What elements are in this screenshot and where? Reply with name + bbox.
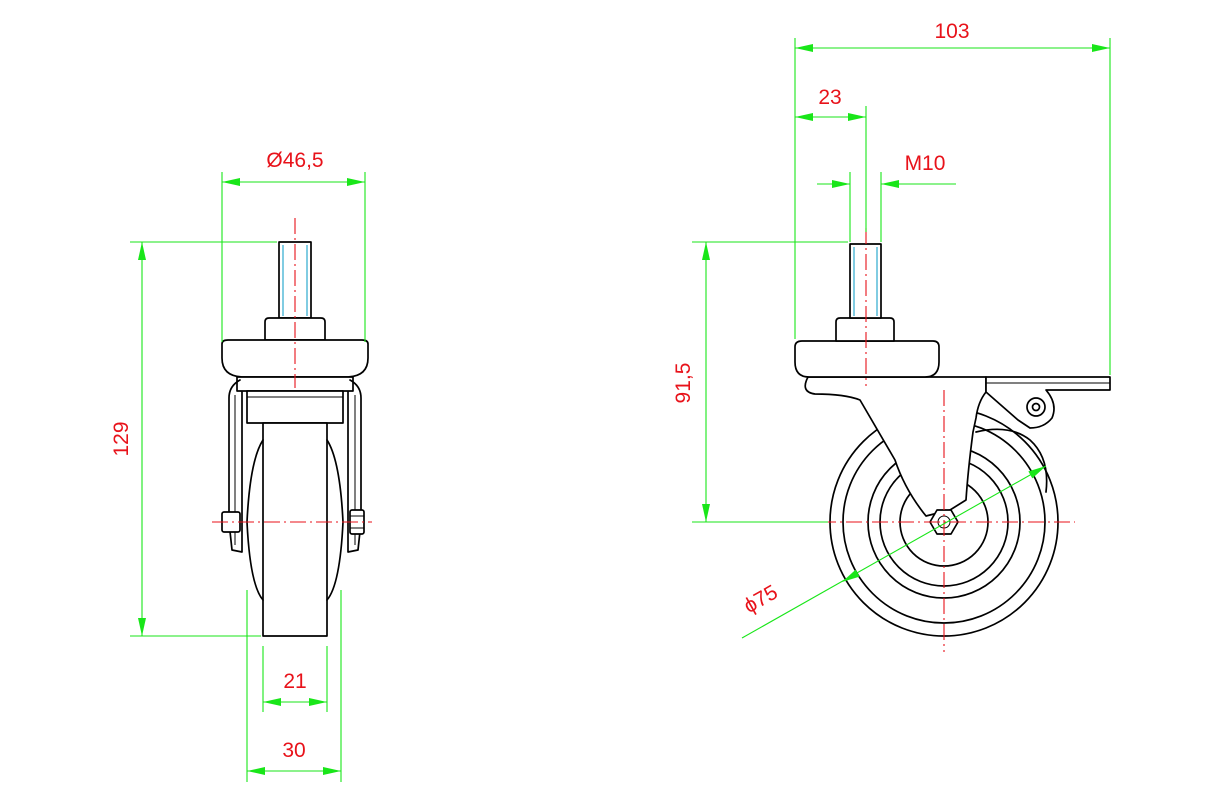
dimension-wheel-hub-width: 21: [262, 646, 328, 712]
overall-length-label: 103: [934, 20, 969, 43]
wheel-hub-width-label: 21: [283, 670, 306, 693]
dimension-overall-length: 103: [794, 20, 1111, 375]
wheel-width-label: 30: [282, 739, 305, 762]
offset-label: 23: [818, 86, 841, 109]
wheel-diameter-label: ϕ75: [740, 581, 782, 618]
dimension-offset: 23: [795, 86, 867, 232]
mount-height-label: 91,5: [672, 363, 695, 404]
side-view: [794, 228, 1111, 652]
dimension-total-height: 129: [110, 241, 277, 637]
dimension-thread: M10: [817, 152, 956, 242]
front-view: [212, 218, 372, 637]
dimension-wheel-width: 30: [246, 590, 342, 782]
total-height-label: 129: [110, 421, 133, 456]
dimension-stem-diameter: Ø46,5: [221, 149, 366, 342]
dimension-mount-height: 91,5: [672, 241, 848, 523]
stem-diameter-label: Ø46,5: [266, 149, 323, 172]
thread-label: M10: [905, 152, 946, 175]
